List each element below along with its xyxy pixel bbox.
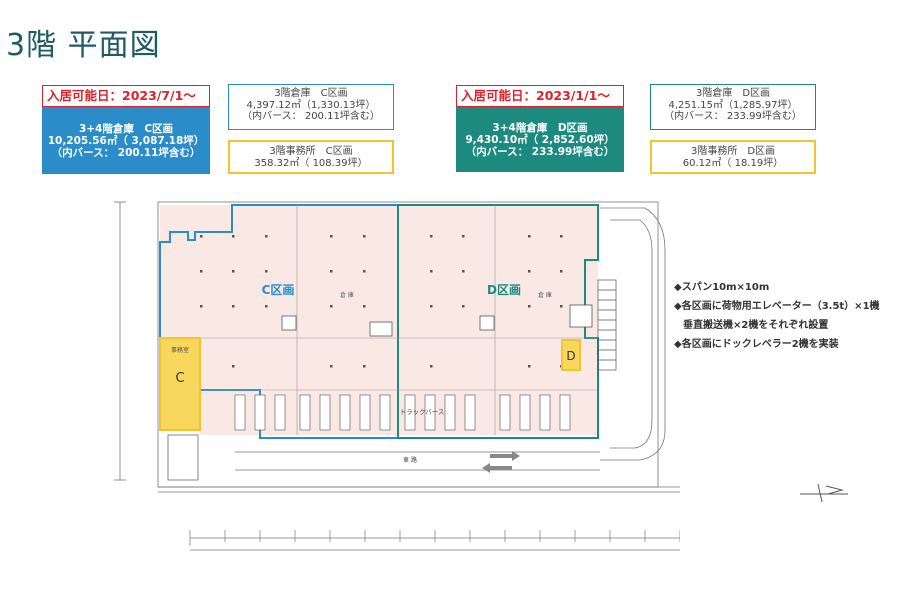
page-title: 3階 平面図: [6, 28, 161, 63]
zone-c-summary-title: 3+4階倉庫 C区画: [78, 122, 174, 135]
feature-elevator: ◆各区画に荷物用エレベーター（3.5t）×1機: [674, 301, 880, 312]
zone-c-office-label: C: [175, 371, 184, 386]
floor-plan: C区画 D区画 倉 庫 倉 庫 事務室 C D トラックバース 車 路: [100, 190, 680, 560]
zone-d-office-label: D: [566, 349, 575, 363]
zone-c-office-small-label: 事務室: [171, 346, 189, 354]
zone-c-summary-card: 入居可能日：2023/7/1〜 3+4階倉庫 C区画 10,205.56㎡（ 3…: [42, 85, 210, 174]
north-arrow-icon: [798, 480, 852, 508]
zone-c-warehouse-area: [160, 205, 398, 338]
zone-d-move-in-date: 入居可能日：2023/1/1〜: [456, 85, 624, 107]
zone-c-office-info: 3階事務所 C区画 358.32㎡（ 108.39坪）: [228, 140, 394, 174]
zone-d-summary-area: 9,430.10㎡（ 2,852.60坪）: [465, 133, 615, 146]
truck-berth-label: トラックバース: [400, 408, 445, 416]
zone-d-label: D区画: [487, 283, 521, 297]
zone-c-office-title: 3階事務所 C区画: [269, 146, 353, 157]
feature-conveyor: 垂直搬送機×2機をそれぞれ設置: [683, 320, 829, 331]
zone-d-office-info: 3階事務所 D区画 60.12㎡（ 18.19坪）: [650, 140, 816, 174]
zone-c-summary-area: 10,205.56㎡（ 3,087.18坪）: [47, 134, 205, 147]
zone-d-warehouse-info: 3階倉庫 D区画 4,251.15㎡（1,285.97坪） （内バース： 233…: [650, 84, 816, 130]
zone-c-summary-berth: （内バース： 200.11坪含む）: [51, 146, 201, 159]
zone-c-warehouse-area: 4,397.12㎡（1,330.13坪）: [246, 99, 376, 111]
zone-c-warehouse-berth: （内バース： 200.11坪含む）: [242, 111, 380, 122]
road-label: 車 路: [403, 456, 417, 464]
zone-d-warehouse-area: 4,251.15㎡（1,285.97坪）: [668, 99, 798, 111]
zone-d-warehouse-berth: （内バース： 233.99坪含む）: [664, 111, 802, 122]
zone-d-office: [561, 339, 581, 371]
zone-d-office-area: 60.12㎡（ 18.19坪）: [682, 157, 784, 169]
zone-c-warehouse-info: 3階倉庫 C区画 4,397.12㎡（1,330.13坪） （内バース： 200…: [228, 84, 394, 130]
zone-c-office-area: 358.32㎡（ 108.39坪）: [254, 157, 368, 169]
zone-d-warehouse-label: 倉 庫: [538, 291, 552, 299]
zone-d-summary-berth: （内バース： 233.99坪含む）: [465, 145, 615, 158]
zone-c-office: [159, 337, 201, 431]
traffic-arrows: [482, 451, 520, 473]
zone-c-label: C区画: [262, 283, 295, 297]
zone-d-warehouse-title: 3階倉庫 D区画: [695, 88, 771, 99]
zone-d-summary-title: 3+4階倉庫 D区画: [492, 121, 588, 134]
zone-c-move-in-date: 入居可能日：2023/7/1〜: [42, 85, 210, 107]
feature-dock-leveler: ◆各区画にドックレベラー2機を実装: [674, 339, 839, 350]
feature-list: ◆スパン10m×10m ◆各区画に荷物用エレベーター（3.5t）×1機 垂直搬送…: [674, 278, 880, 354]
zone-d-warehouse-area: [398, 205, 598, 338]
zone-d-summary-card: 入居可能日：2023/1/1〜 3+4階倉庫 D区画 9,430.10㎡（ 2,…: [456, 85, 624, 172]
zone-c-elevator: [281, 315, 297, 331]
zone-c-warehouse-title: 3階倉庫 C区画: [274, 88, 348, 99]
feature-span: ◆スパン10m×10m: [674, 282, 770, 293]
zone-d-office-title: 3階事務所 D区画: [690, 146, 776, 157]
zone-d-elevator: [569, 304, 593, 328]
zone-c-warehouse-label: 倉 庫: [340, 291, 354, 299]
